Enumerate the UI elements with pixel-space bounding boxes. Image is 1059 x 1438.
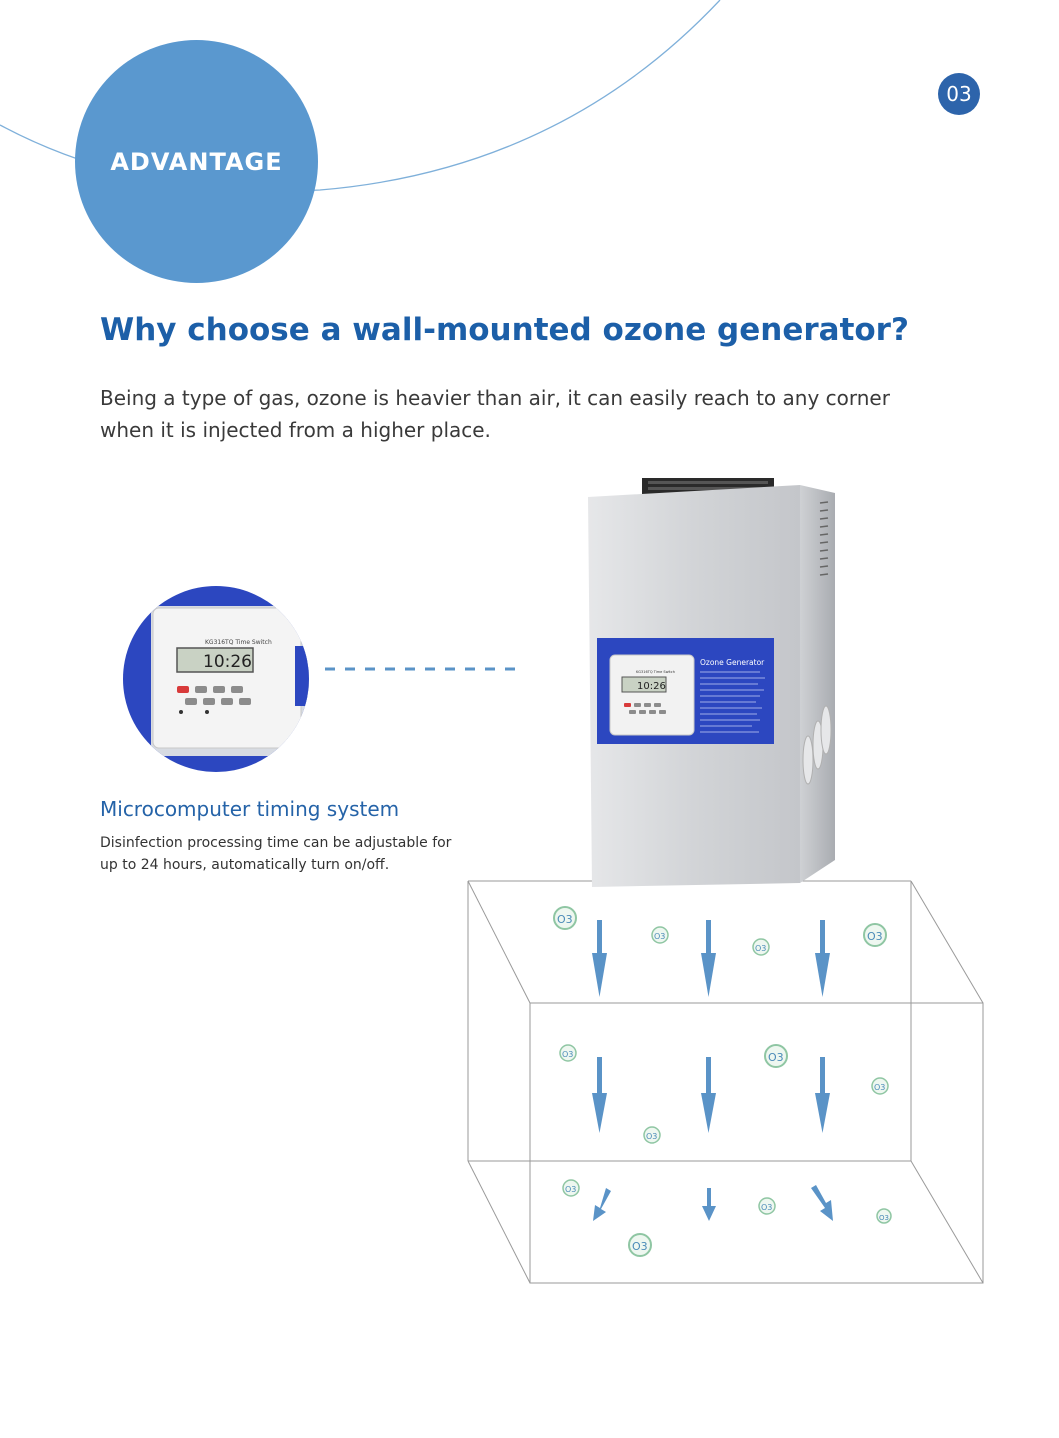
svg-text:O3: O3 [874,1083,885,1092]
advantage-circle: ADVANTAGE [75,40,318,283]
ozone-bubble-icon: O3 [876,1208,892,1224]
ozone-generator-device: Ozone Generator KG316TQ Time Switch 10:2… [588,478,835,887]
arrow-down-icon [815,1057,830,1133]
ozone-bubble-icon: O3 [628,1233,652,1257]
arrow-down-icon [701,920,716,997]
page-title: Why choose a wall-mounted ozone generato… [100,312,909,348]
closeup-timer-model: KG316TQ Time Switch [205,639,272,646]
device-timer-display: 10:26 [637,681,666,692]
svg-text:O3: O3 [761,1203,772,1212]
closeup-timer-display: 10:26 [203,652,252,672]
svg-text:O3: O3 [632,1240,648,1253]
svg-text:O3: O3 [768,1051,784,1064]
svg-text:O3: O3 [557,913,573,926]
page-number-badge: 03 [938,73,980,115]
room-box [467,880,984,1284]
svg-text:O3: O3 [565,1185,576,1194]
arrow-down-icon [701,1057,716,1133]
ozone-bubble-icon: O3 [651,926,669,944]
timer-closeup-image: KG316TQ Time Switch 10:26 [123,586,309,772]
feature-title: Microcomputer timing system [100,797,400,821]
section-label: ADVANTAGE [110,147,283,176]
device-timer-model: KG316TQ Time Switch [636,670,675,674]
connector-dashed-line [325,667,520,671]
arrow-down-icon [592,1057,607,1133]
page-number: 03 [946,82,972,106]
svg-text:O3: O3 [879,1214,889,1222]
ozone-bubble-icon: O3 [752,938,770,956]
ozone-molecules: O3 O3 O3 O3 O3 O3 O3 O3 O3 O3 O3 O3 [553,906,892,1257]
arrow-down-icon [592,920,607,997]
arrow-down-icon [702,1188,716,1221]
ozone-bubble-icon: O3 [863,923,887,947]
arrow-down-left-icon [593,1188,611,1221]
arrow-down-right-icon [811,1185,833,1221]
ozone-bubble-icon: O3 [559,1044,577,1062]
panel-title: Ozone Generator [700,658,765,667]
svg-text:O3: O3 [755,944,766,953]
arrow-down-icon [815,920,830,997]
ozone-diffusion-illustration: Ozone Generator KG316TQ Time Switch 10:2… [467,478,984,1284]
svg-text:O3: O3 [867,930,883,943]
svg-text:O3: O3 [562,1050,573,1059]
ozone-bubble-icon: O3 [871,1077,889,1095]
svg-text:O3: O3 [646,1132,657,1141]
svg-text:O3: O3 [654,932,665,941]
ozone-bubble-icon: O3 [562,1179,580,1197]
feature-description: Disinfection processing time can be adju… [100,835,452,873]
page-description: Being a type of gas, ozone is heavier th… [100,386,890,442]
downward-flow-arrows [592,920,833,1221]
ozone-bubble-icon: O3 [758,1197,776,1215]
ozone-bubble-icon: O3 [553,906,577,930]
ozone-bubble-icon: O3 [764,1044,788,1068]
ozone-bubble-icon: O3 [643,1126,661,1144]
